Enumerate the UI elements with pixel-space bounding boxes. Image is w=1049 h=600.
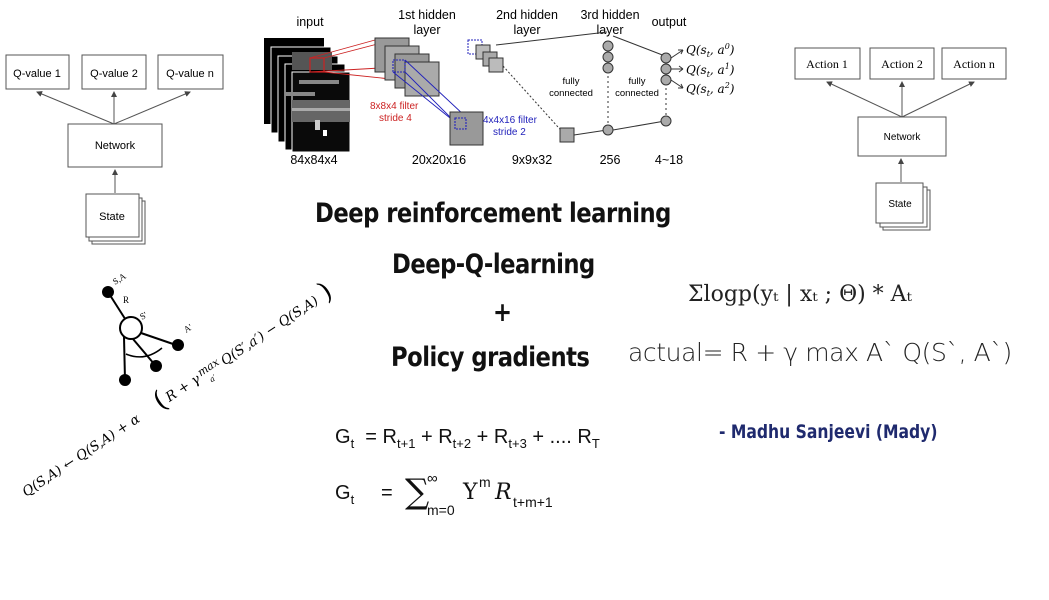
title-line-2: Deep-Q-learning: [392, 249, 595, 280]
q-value-2-label: Q-value 2: [90, 68, 138, 80]
tree-leaf-1: [119, 374, 131, 386]
network-label: Network: [95, 140, 136, 152]
svg-text:R + γ: R + γ: [162, 371, 204, 406]
q-value-1-label: Q-value 1: [13, 68, 61, 80]
tree-leaf-3: [172, 339, 184, 351]
svg-text:Q(S′,a′) − Q(S,A): Q(S′,a′) − Q(S,A): [218, 293, 322, 369]
q-network-diagram: Q-value 1 Q-value 2 Q-value n Network St…: [5, 54, 224, 245]
fc-label-1a: fully: [563, 76, 580, 87]
state-box: [875, 182, 924, 224]
header-hidden2-a: 2nd hidden: [496, 8, 558, 22]
size-hidden3: 256: [600, 153, 621, 167]
header-input: input: [296, 15, 324, 29]
action-1-box: [794, 47, 861, 80]
output-q1: Q(st, a1): [686, 62, 735, 79]
tree-state-node: [119, 316, 143, 340]
tree-label-sprime: S': [138, 310, 149, 322]
action-2-label: Action 2: [881, 57, 923, 71]
filter1-line1: 8x8x4 filter: [370, 101, 419, 112]
input-frames: [264, 38, 351, 153]
hidden-layer-2: [467, 39, 504, 73]
return-formula-2: Gt = ∑ m=0 ∞ Υ m R t+m+1: [335, 470, 553, 518]
author-credit: - Madhu Sanjeevi (Mady): [719, 421, 938, 443]
policy-gradient-formula: Σlogp(yₜ | xₜ ; Θ) * Aₜ: [688, 282, 912, 307]
backup-tree-diagram: S,A R S' A' Q(S,A) ← Q(S,A) + α ( R + γ …: [19, 271, 338, 501]
fc-label-2a: fully: [629, 76, 646, 87]
q-value-n-box: [157, 54, 224, 90]
dqn-architecture: input 1st hidden layer 2nd hidden layer …: [264, 8, 735, 167]
action-2-box: [869, 47, 935, 80]
network-label: Network: [884, 132, 922, 143]
action-n-box: [941, 47, 1007, 80]
svg-text:a′: a′: [208, 373, 219, 384]
size-output: 4~18: [655, 153, 683, 167]
policy-network-diagram: Action 1 Action 2 Action n Network State: [794, 47, 1007, 231]
actual-formula: actual= R + γ max A` Q(S`, A`): [628, 338, 1012, 367]
network-box: [67, 123, 163, 168]
filter2-line1: 4x4x16 filter: [483, 115, 538, 126]
output-q2: Q(st, a2): [686, 81, 735, 98]
output-q0: Q(st, a0): [686, 42, 735, 59]
title-line-1: Deep reinforcement learning: [315, 198, 671, 229]
title-line-3: Policy gradients: [391, 342, 590, 373]
tree-leaf-2: [150, 360, 162, 372]
svg-text:Q(S,A) ← Q(S,A) + α: Q(S,A) ← Q(S,A) + α: [19, 411, 143, 500]
header-hidden1-a: 1st hidden: [398, 8, 456, 22]
tree-label-aprime: A': [182, 322, 195, 335]
conv2-feature-map: [559, 127, 575, 143]
fc-label-1b: connected: [549, 88, 593, 99]
filter1-line2: stride 4: [379, 113, 412, 124]
header-hidden3-a: 3rd hidden: [580, 8, 639, 22]
tree-label-r: R: [123, 295, 129, 305]
q-update-rule: Q(S,A) ← Q(S,A) + α ( R + γ max a′ Q(S′,…: [19, 276, 338, 500]
fc-label-2b: connected: [615, 88, 659, 99]
q-value-2-box: [81, 54, 147, 90]
network-box: [857, 116, 947, 157]
hidden-layer-1: [374, 37, 440, 97]
size-input: 84x84x4: [290, 153, 337, 167]
return-formula-1: Gt = Rt+1 + Rt+2 + Rt+3 + .... RT: [335, 426, 600, 451]
header-hidden3-b: layer: [596, 23, 623, 37]
q-value-n-label: Q-value n: [166, 68, 214, 80]
q-value-1-box: [5, 54, 70, 90]
action-n-label: Action n: [953, 57, 995, 71]
size-hidden1: 20x20x16: [412, 153, 466, 167]
title-plus: +: [493, 297, 512, 328]
action-1-label: Action 1: [806, 57, 848, 71]
tree-label-sa: S,A: [111, 271, 128, 287]
header-output: output: [652, 15, 687, 29]
header-hidden2-b: layer: [513, 23, 540, 37]
hidden-layer-3: [602, 40, 614, 136]
state-label: State: [888, 199, 912, 210]
tree-root-node: [102, 286, 114, 298]
state-label: State: [99, 211, 125, 223]
output-layer: [660, 52, 672, 127]
state-box: [85, 193, 140, 238]
header-hidden1-b: layer: [413, 23, 440, 37]
filter2-line2: stride 2: [493, 127, 526, 138]
size-hidden2: 9x9x32: [512, 153, 552, 167]
